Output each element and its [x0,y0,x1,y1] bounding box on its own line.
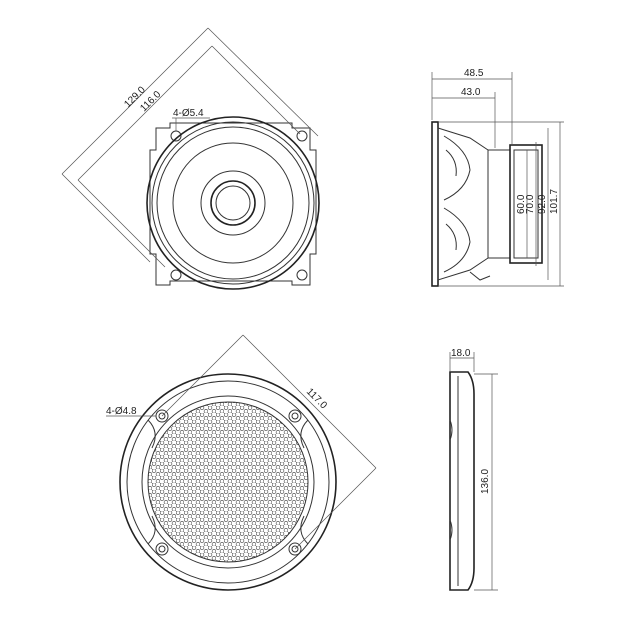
dim-101-7: 101.7 [549,189,560,214]
dim-136: 136.0 [480,469,491,494]
grille-side-profile [449,371,475,591]
grille-hole-callout: 4-Ø4.8 [106,406,137,417]
mount-hole [170,269,182,281]
dim-60: 60.0 [516,194,527,214]
grille-hole [155,542,169,556]
dim-92: 92.0 [537,194,548,214]
dim-117: 117.0 [304,386,329,411]
grille-front-view: 117.0 4-Ø4.8 [106,334,377,591]
dim-48-5: 48.5 [464,68,484,79]
mount-hole [296,130,308,142]
grille-side-view: 18.0 136.0 [449,348,498,591]
dim-43: 43.0 [461,87,481,98]
grille-mesh [147,401,309,563]
speaker-frame [149,122,317,286]
magnet-back [509,144,543,264]
grille-hole [288,409,302,423]
dim-70: 70.0 [525,194,536,214]
magnet [487,149,511,259]
outer-rim [146,116,320,290]
side-flange [431,121,439,287]
dust-cap [210,180,256,226]
mount-hole [296,269,308,281]
speaker-side-view: 48.5 43.0 60.0 70.0 92.0 101.7 [431,68,564,287]
speaker-front-view: 129.0 116.0 4-Ø5.4 [61,27,320,290]
cone [172,142,294,264]
hole-callout: 4-Ø5.4 [173,108,204,119]
grille-hole [288,542,302,556]
dim-18: 18.0 [451,348,471,359]
grille-outer-rim [119,373,337,591]
